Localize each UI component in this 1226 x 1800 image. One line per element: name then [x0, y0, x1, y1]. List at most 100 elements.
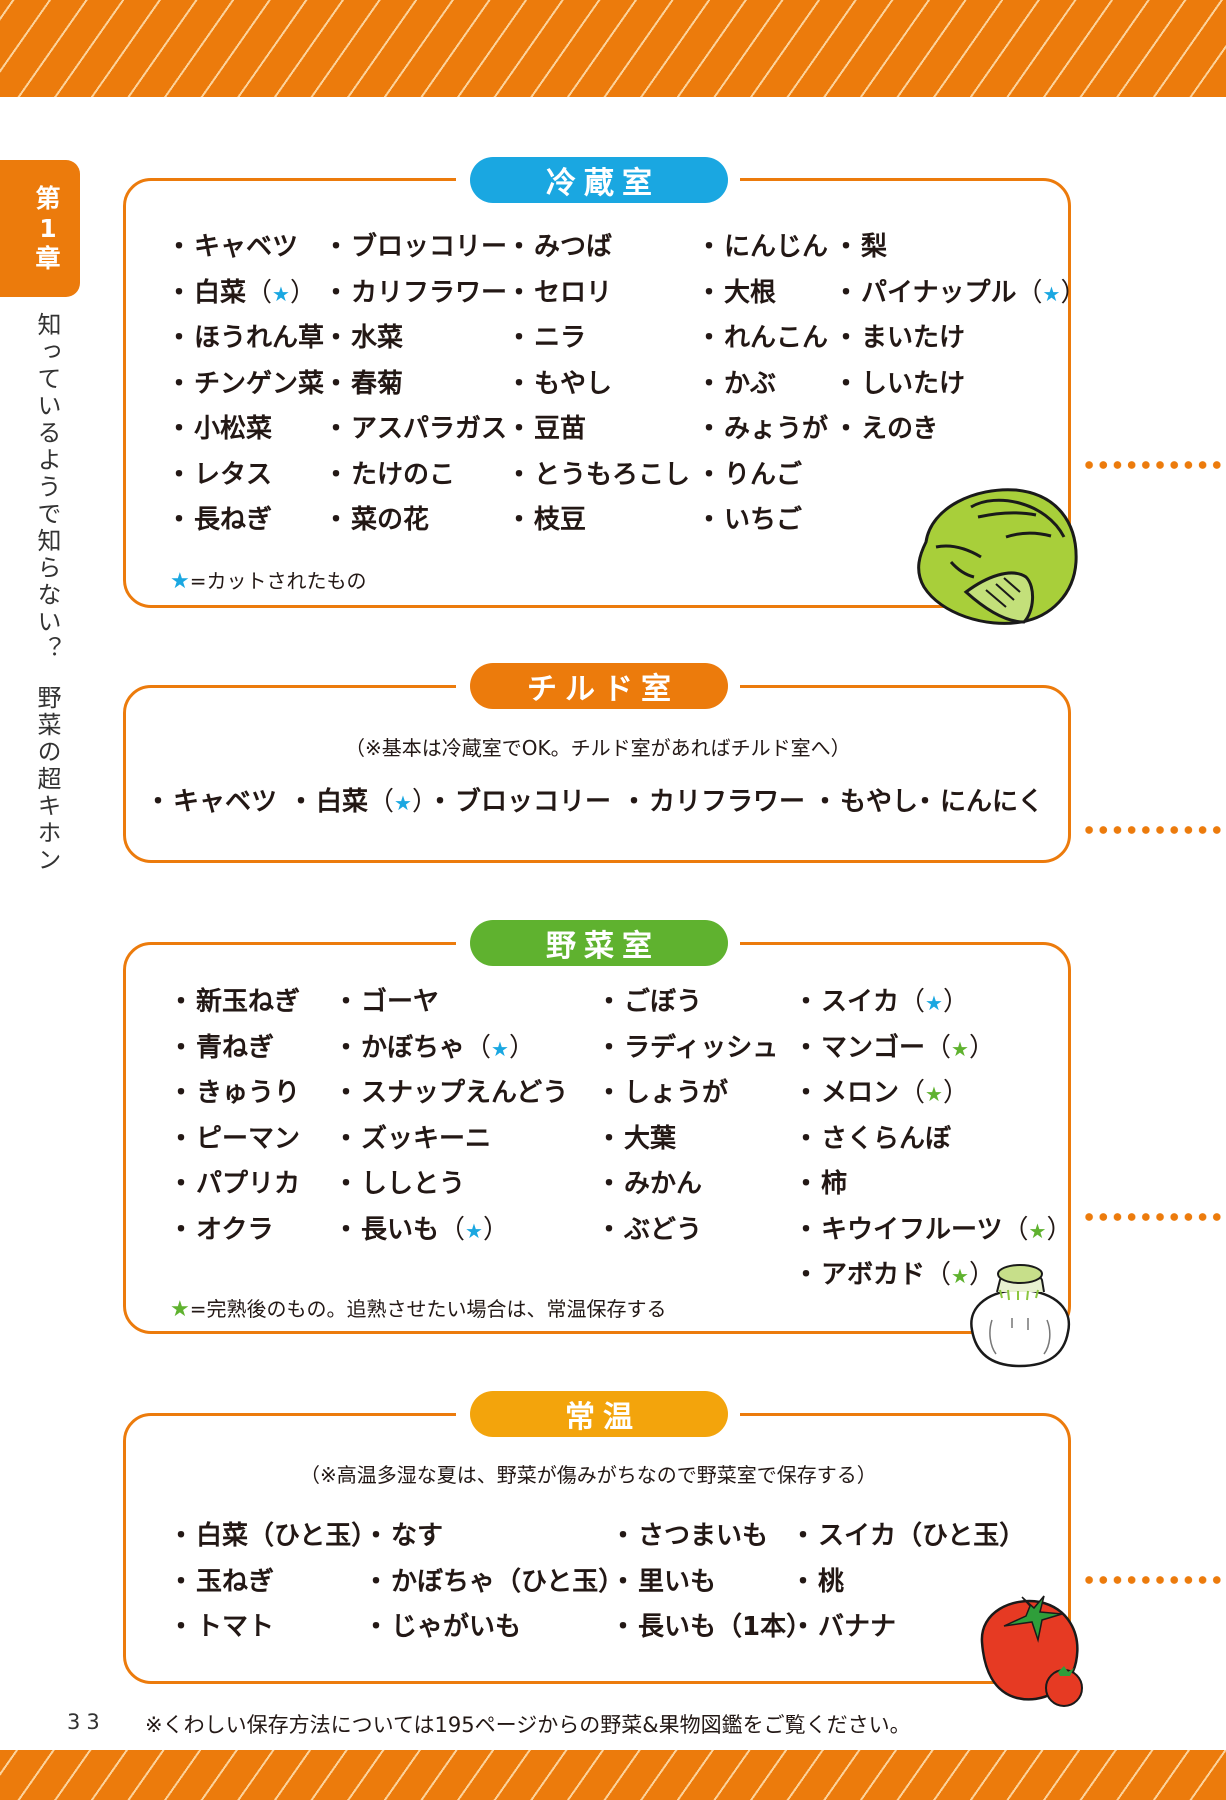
list-item: ・レタス: [166, 459, 272, 491]
list-item: ・ほうれん草: [166, 322, 324, 354]
list-item: ・マンゴー（★）: [793, 1032, 995, 1065]
bullet-icon: ・: [323, 323, 350, 353]
chilled-box: [123, 685, 1071, 863]
list-item: ・バナナ: [790, 1611, 896, 1643]
list-item: ・白菜（ひと玉）: [168, 1520, 377, 1552]
bullet-icon: ・: [833, 323, 860, 353]
item-label: 小松菜: [194, 414, 273, 444]
item-label: バナナ: [818, 1612, 897, 1642]
bullet-icon: ・: [610, 1612, 637, 1642]
bullet-icon: ・: [912, 787, 939, 817]
list-item: ・パイナップル（★）: [833, 277, 1086, 310]
item-label: 長いも（1本）: [638, 1612, 813, 1642]
paren: ）: [289, 277, 316, 308]
item-label: れんこん: [724, 323, 829, 353]
list-item: ・柿: [793, 1168, 847, 1200]
item-label: たけのこ: [351, 459, 456, 490]
bullet-icon: ・: [333, 1214, 360, 1245]
item-label: にんじん: [724, 232, 829, 262]
item-label: とうもろこし: [534, 459, 691, 490]
list-item: ・しょうが: [596, 1077, 728, 1109]
vegetable-room-title-pill: 野菜室: [470, 920, 728, 966]
list-item: ・小松菜: [166, 413, 272, 445]
list-item: ・にんじん: [696, 231, 828, 263]
bullet-icon: ・: [506, 505, 533, 535]
list-item: ・トマト: [168, 1611, 274, 1643]
chapter-tab-char: 第: [35, 183, 61, 213]
paren: ）: [1060, 277, 1087, 308]
item-label: 新玉ねぎ: [196, 987, 301, 1017]
list-item: ・えのき: [833, 413, 938, 445]
bullet-icon: ・: [168, 987, 195, 1017]
paren: （: [899, 987, 926, 1017]
bullet-icon: ・: [790, 1612, 817, 1642]
paren: （: [246, 277, 273, 308]
bullet-icon: ・: [833, 368, 860, 399]
list-item: ・キャベツ: [145, 786, 277, 818]
item-label: かぶ: [724, 368, 777, 399]
paren: （: [1002, 1214, 1029, 1245]
list-item: ・かぼちゃ（★）: [333, 1032, 535, 1065]
bullet-icon: ・: [596, 1032, 623, 1063]
bullet-icon: ・: [696, 505, 723, 535]
item-label: ししとう: [361, 1169, 466, 1199]
list-item: ・とうもろこし: [506, 459, 690, 491]
bullet-icon: ・: [793, 1123, 820, 1154]
bullet-icon: ・: [793, 1032, 820, 1063]
chapter-tab-char: 章: [35, 243, 61, 273]
list-item: ・春菊: [323, 368, 403, 400]
list-item: ・きゅうり: [168, 1077, 300, 1109]
star-icon: ★: [465, 1218, 483, 1243]
item-label: マンゴー: [821, 1032, 926, 1063]
bullet-icon: ・: [812, 787, 839, 817]
bullet-icon: ・: [333, 1032, 360, 1063]
item-label: カリフラワー: [351, 277, 508, 308]
list-item: ・いちご: [696, 504, 802, 536]
list-item: ・メロン（★）: [793, 1077, 969, 1110]
list-item: ・白菜（★）: [166, 277, 316, 310]
item-label: かぼちゃ（ひと玉）: [391, 1566, 625, 1597]
bullet-icon: ・: [793, 1214, 820, 1245]
item-label: ブロッコリー: [351, 232, 508, 262]
bullet-icon: ・: [833, 232, 860, 262]
bullet-icon: ・: [696, 277, 723, 308]
bullet-icon: ・: [333, 1169, 360, 1199]
item-label: さくらんぼ: [821, 1123, 952, 1154]
list-item: ・にんにく: [912, 786, 1044, 818]
bullet-icon: ・: [288, 787, 315, 817]
list-item: ・みかん: [596, 1168, 702, 1200]
list-item: ・豆苗: [506, 413, 586, 445]
bullet-icon: ・: [333, 1078, 360, 1108]
star-icon: ★: [1042, 281, 1061, 306]
list-item: ・長いも（★）: [333, 1214, 509, 1247]
item-label: 里いも: [638, 1566, 717, 1597]
bullet-icon: ・: [166, 505, 193, 535]
room-temp-note: （※高温多湿な夏は、野菜が傷みがちなので野菜室で保存する）: [300, 1463, 877, 1487]
bullet-icon: ・: [696, 459, 723, 490]
bullet-icon: ・: [790, 1566, 817, 1597]
list-item: ・パプリカ: [168, 1168, 300, 1200]
item-label: スイカ（ひと玉）: [818, 1521, 1026, 1551]
item-label: みかん: [624, 1169, 703, 1199]
list-item: ・オクラ: [168, 1214, 274, 1246]
list-item: ・大葉: [596, 1123, 676, 1155]
refrigerator-legend: ★=カットされたもの: [170, 565, 367, 594]
bullet-icon: ・: [363, 1566, 390, 1597]
star-icon: ★: [394, 791, 412, 815]
item-label: キウイフルーツ: [821, 1214, 1003, 1245]
item-label: ラディッシュ: [624, 1032, 779, 1063]
item-label: ゴーヤ: [361, 987, 440, 1017]
dotted-connector: [1082, 1576, 1226, 1584]
bullet-icon: ・: [168, 1032, 195, 1063]
item-label: 白菜: [194, 277, 247, 308]
list-item: ・りんご: [696, 459, 802, 491]
bullet-icon: ・: [793, 1169, 820, 1199]
item-label: りんご: [724, 459, 803, 490]
legend-text: =カットされたもの: [189, 569, 367, 593]
bullet-icon: ・: [166, 368, 193, 399]
item-label: みょうが: [724, 414, 829, 444]
item-label: ズッキーニ: [361, 1123, 492, 1154]
paren: ）: [968, 1260, 995, 1290]
item-label: アボカド: [821, 1260, 926, 1290]
list-item: ・ニラ: [506, 322, 586, 354]
